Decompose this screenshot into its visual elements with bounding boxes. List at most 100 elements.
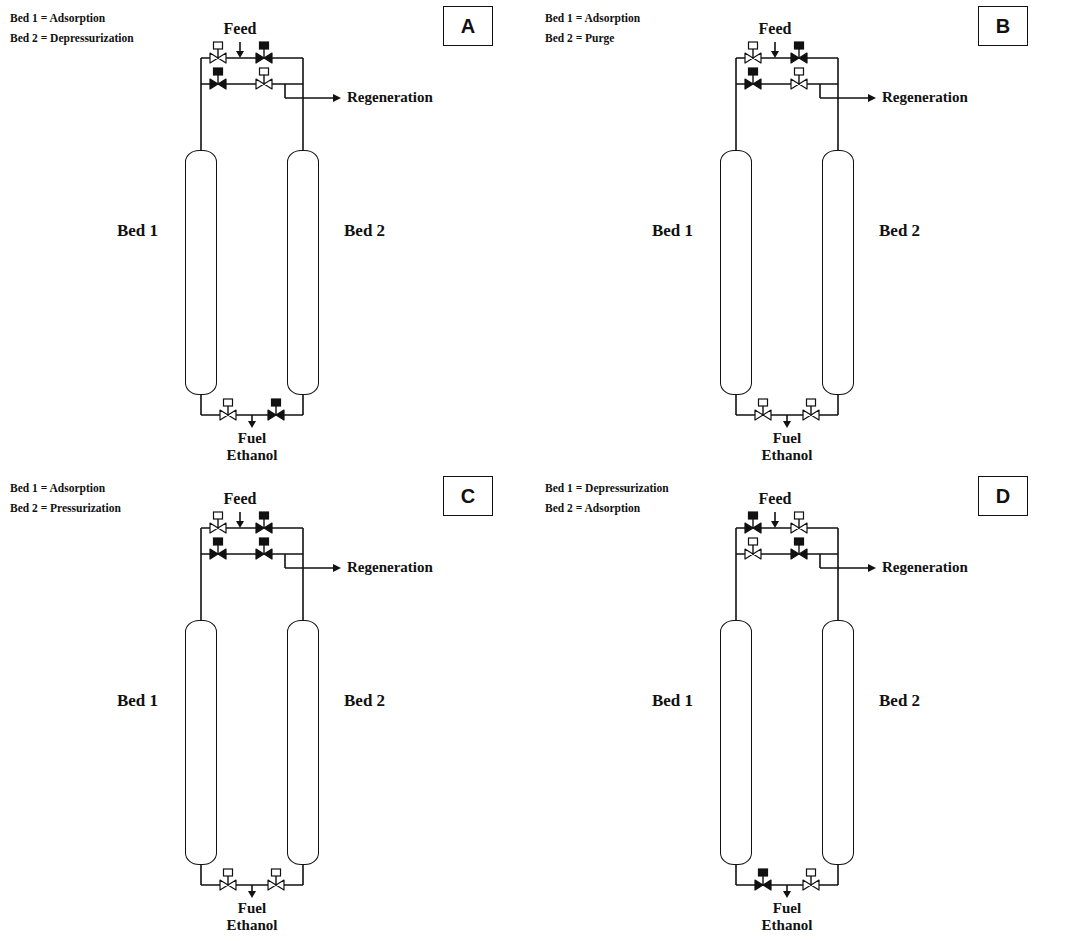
valve-symbol [210, 79, 226, 89]
valve-actuator [224, 399, 233, 406]
stream-label: Feed [224, 20, 257, 38]
valve-stem [752, 545, 753, 554]
valve-symbol [803, 880, 819, 890]
valve-actuator [795, 512, 804, 519]
pipe-line [284, 84, 286, 98]
valve-stem [762, 876, 763, 885]
pipe-line [200, 865, 202, 885]
adsorber-vessel: Bed 2 [287, 150, 319, 395]
product-label: Fuel Ethanol [216, 430, 288, 465]
valve-stem [752, 75, 753, 84]
valve-symbol [220, 410, 236, 420]
valve-stem [227, 876, 228, 885]
valve-stem [263, 49, 264, 58]
pipe-line [251, 885, 253, 892]
arrow-head [868, 94, 876, 102]
valve-symbol [745, 523, 761, 533]
valve-symbol [220, 880, 236, 890]
valve-symbol [256, 523, 272, 533]
adsorber-vessel: Bed 1 [720, 620, 752, 865]
adsorber-vessel: Bed 1 [185, 620, 217, 865]
valve-actuator [749, 68, 758, 75]
valve-symbol [256, 53, 272, 63]
valve-actuator [749, 538, 758, 545]
status-label: Bed 2 = Depressurization [10, 32, 134, 45]
valve-stem [263, 545, 264, 554]
valve-stem [798, 519, 799, 528]
valve-actuator [214, 512, 223, 519]
adsorber-vessel: Bed 2 [287, 620, 319, 865]
valve-symbol [791, 523, 807, 533]
pipe-line [285, 97, 334, 99]
bed-label: Bed 1 [117, 221, 158, 241]
valve-actuator [759, 869, 768, 876]
pipe-line [786, 415, 788, 422]
stream-label: Feed [759, 20, 792, 38]
status-label: Bed 1 = Depressurization [545, 482, 669, 495]
pipe-line [285, 567, 334, 569]
arrow-head [236, 51, 244, 58]
adsorber-vessel: Bed 1 [720, 150, 752, 395]
pipe-line [239, 42, 241, 52]
valve-stem [798, 75, 799, 84]
pipe-line [200, 395, 202, 415]
panel-letter-box: D [978, 476, 1028, 516]
bed-label: Bed 2 [344, 221, 385, 241]
bed-label: Bed 2 [879, 221, 920, 241]
arrow-head [868, 564, 876, 572]
pipe-line [837, 58, 839, 150]
stream-label: Feed [759, 490, 792, 508]
pipe-line [837, 528, 839, 620]
arrow-head [783, 891, 791, 898]
valve-symbol [791, 79, 807, 89]
valve-stem [263, 75, 264, 84]
pipe-line [200, 58, 202, 150]
status-label: Bed 1 = Adsorption [545, 12, 640, 25]
pipe-line [302, 58, 304, 150]
pipe-line [735, 395, 737, 415]
valve-stem [752, 519, 753, 528]
arrow-head [333, 94, 341, 102]
valve-symbol [745, 53, 761, 63]
pipe-line [251, 415, 253, 422]
valve-symbol [256, 549, 272, 559]
adsorber-vessel: Bed 2 [822, 620, 854, 865]
valve-actuator [795, 42, 804, 49]
pipe-line [786, 885, 788, 892]
valve-symbol [803, 410, 819, 420]
pipe-line [302, 528, 304, 620]
valve-actuator [214, 42, 223, 49]
valve-stem [263, 519, 264, 528]
pipe-line [837, 865, 839, 885]
pipe-line [819, 84, 821, 98]
arrow-head [236, 521, 244, 528]
product-label: Fuel Ethanol [751, 900, 823, 935]
valve-actuator [272, 869, 281, 876]
valve-stem [810, 876, 811, 885]
pipe-line [735, 58, 737, 150]
status-label: Bed 1 = Adsorption [10, 482, 105, 495]
bed-label: Bed 2 [344, 691, 385, 711]
product-label: Fuel Ethanol [216, 900, 288, 935]
valve-actuator [260, 42, 269, 49]
panel-letter: A [461, 15, 475, 38]
bed-label: Bed 1 [117, 691, 158, 711]
adsorber-vessel: Bed 1 [185, 150, 217, 395]
status-label: Bed 2 = Pressurization [10, 502, 121, 515]
panel-letter: D [996, 485, 1010, 508]
arrow-head [771, 51, 779, 58]
arrow-head [248, 421, 256, 428]
pipe-line [774, 42, 776, 52]
valve-stem [217, 49, 218, 58]
valve-actuator [807, 869, 816, 876]
stream-label: Regeneration [882, 89, 968, 106]
valve-actuator [224, 869, 233, 876]
status-label: Bed 2 = Purge [545, 32, 614, 45]
valve-stem [217, 75, 218, 84]
valve-stem [810, 406, 811, 415]
valve-symbol [210, 523, 226, 533]
pipe-line [735, 528, 737, 620]
valve-actuator [260, 512, 269, 519]
pipe-line [837, 395, 839, 415]
valve-symbol [755, 410, 771, 420]
